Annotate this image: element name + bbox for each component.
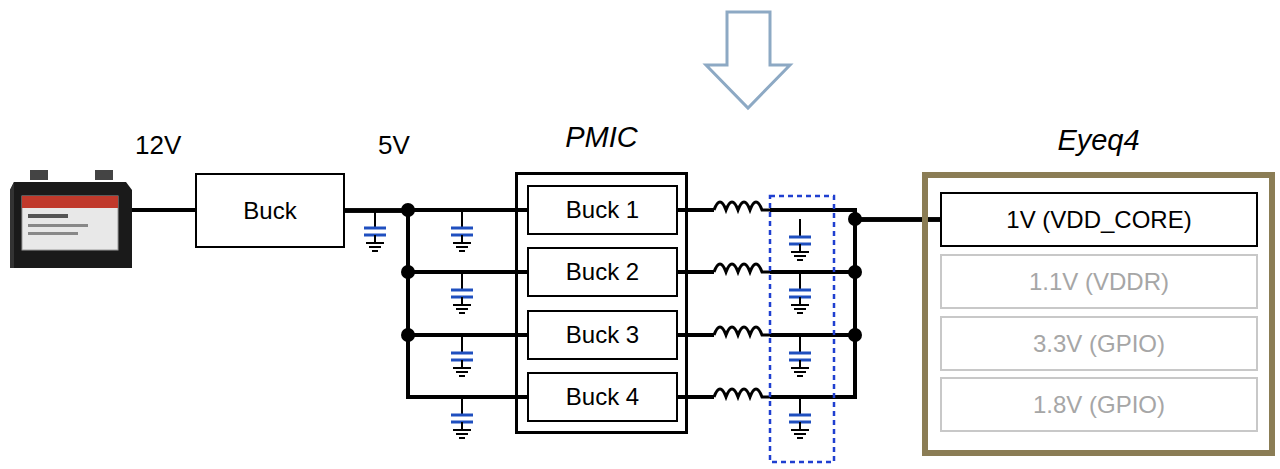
block-label: 1.1V (VDDR)	[1029, 268, 1169, 296]
block-box: Buck 1	[527, 185, 678, 235]
path-stroke	[714, 389, 770, 397]
line-stroke	[797, 375, 803, 377]
line-stroke	[797, 312, 803, 314]
block-box: Buck	[195, 173, 345, 248]
line-stroke	[451, 289, 473, 292]
battery-icon	[10, 170, 132, 268]
line-stroke	[461, 272, 463, 290]
container-box: Eyeq41V (VDD_CORE)1.1V (VDDR)3.3V (GPIO)…	[922, 172, 1275, 456]
line-stroke	[799, 422, 801, 430]
power-wire	[345, 211, 527, 273]
line-stroke	[366, 242, 384, 244]
line-stroke	[451, 352, 473, 355]
rect-stroke	[714, 260, 770, 276]
line-stroke	[791, 367, 809, 369]
block-heading: PMIC	[518, 121, 685, 154]
line-stroke	[456, 308, 468, 310]
line-stroke	[799, 219, 801, 237]
block-label: Buck 3	[566, 321, 639, 349]
line-stroke	[453, 304, 471, 306]
line-stroke	[459, 250, 465, 252]
hollow-arrow	[706, 12, 790, 108]
block-box: 1.1V (VDDR)	[940, 254, 1258, 309]
line-stroke	[453, 367, 471, 369]
power-wire	[678, 220, 940, 398]
line-stroke	[794, 308, 806, 310]
line-stroke	[789, 289, 811, 292]
line-stroke	[799, 360, 801, 368]
line-stroke	[456, 371, 468, 373]
line-stroke	[461, 235, 463, 243]
rect-stroke	[714, 385, 770, 401]
line-stroke	[797, 437, 803, 439]
block-label: 1.8V (GPIO)	[1033, 391, 1165, 419]
line-stroke	[459, 312, 465, 314]
line-stroke	[799, 335, 801, 353]
path-stroke	[714, 264, 770, 272]
line-stroke	[789, 236, 811, 239]
line-stroke	[789, 352, 811, 355]
block-box: Buck 4	[527, 372, 678, 422]
line-stroke	[451, 227, 473, 230]
line-stroke	[791, 429, 809, 431]
line-stroke	[374, 235, 376, 243]
block-box: 1.8V (GPIO)	[940, 377, 1258, 432]
block-heading: Eyeq4	[928, 124, 1269, 157]
block-label: 1V (VDD_CORE)	[1006, 206, 1191, 234]
line-stroke	[364, 227, 386, 230]
line-stroke	[791, 251, 809, 253]
line-stroke	[799, 297, 801, 305]
rect-stroke	[714, 323, 770, 339]
power-wire	[678, 220, 940, 336]
power-wire	[678, 220, 940, 273]
line-stroke	[451, 414, 473, 417]
block-label: Buck	[243, 197, 296, 225]
line-stroke	[797, 259, 803, 261]
line-stroke	[459, 437, 465, 439]
line-stroke	[453, 242, 471, 244]
block-box: 3.3V (GPIO)	[940, 316, 1258, 371]
inductor-symbols	[714, 198, 770, 401]
container-box: PMICBuck 1Buck 2Buck 3Buck 4	[515, 172, 688, 434]
line-stroke	[374, 210, 376, 228]
line-stroke	[369, 246, 381, 248]
line-stroke	[461, 297, 463, 305]
voltage-label: 12V	[135, 130, 181, 161]
line-stroke	[799, 272, 801, 290]
path-stroke	[714, 202, 770, 210]
power-wire	[345, 211, 527, 398]
power-wire	[345, 211, 527, 336]
line-stroke	[456, 433, 468, 435]
block-box: Buck 3	[527, 310, 678, 360]
line-stroke	[456, 246, 468, 248]
line-stroke	[461, 210, 463, 228]
block-box: Buck 2	[527, 247, 678, 297]
line-stroke	[800, 395, 855, 399]
block-box: 1V (VDD_CORE)	[940, 192, 1258, 247]
line-stroke	[799, 244, 801, 252]
block-label: Buck 1	[566, 196, 639, 224]
line-stroke	[789, 414, 811, 417]
line-stroke	[791, 304, 809, 306]
block-label: Buck 4	[566, 383, 639, 411]
line-stroke	[794, 255, 806, 257]
block-label: 3.3V (GPIO)	[1033, 330, 1165, 358]
line-stroke	[799, 397, 801, 415]
line-stroke	[461, 335, 463, 353]
wire	[132, 208, 195, 212]
line-stroke	[794, 371, 806, 373]
rect-stroke	[714, 198, 770, 214]
highlight-box	[770, 196, 834, 462]
line-stroke	[461, 360, 463, 368]
block-label: Buck 2	[566, 258, 639, 286]
capacitor-symbols	[364, 210, 855, 438]
voltage-label: 5V	[378, 130, 410, 161]
line-stroke	[461, 397, 463, 415]
line-stroke	[461, 422, 463, 430]
line-stroke	[372, 250, 378, 252]
path-stroke	[714, 327, 770, 335]
line-stroke	[794, 433, 806, 435]
line-stroke	[459, 375, 465, 377]
line-stroke	[453, 429, 471, 431]
